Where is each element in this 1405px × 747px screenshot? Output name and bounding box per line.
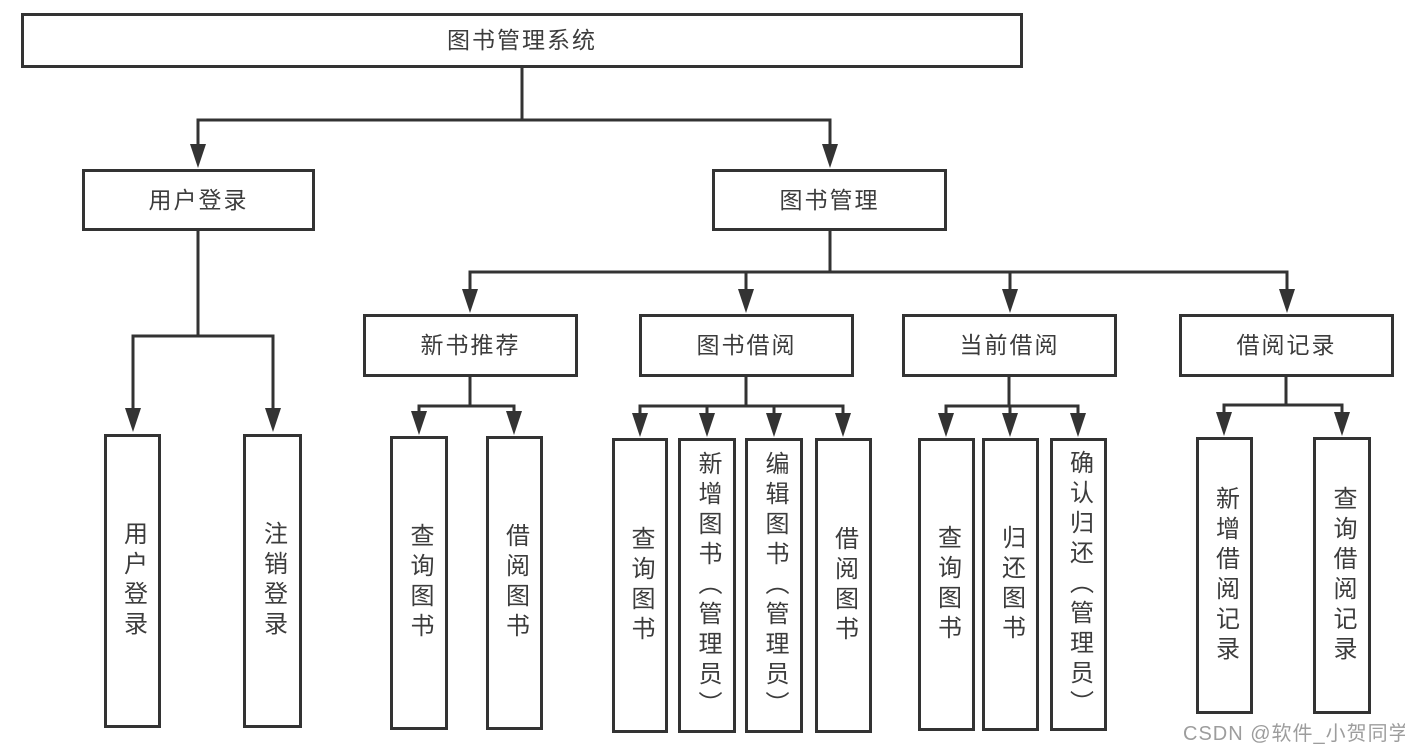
leaf-confirm-return-admin: 确认归还（管理员）: [1050, 438, 1107, 731]
leaf-add-borrow-record-label: 新增借阅记录: [1211, 485, 1239, 666]
leaf-add-books-admin-label: 新增图书（管理员）: [694, 450, 721, 721]
leaf-user-login-label: 用户登录: [119, 521, 147, 641]
node-book-management: 图书管理: [712, 169, 947, 231]
leaf-logout: 注销登录: [243, 434, 302, 728]
leaf-borrow-books-2: 借阅图书: [815, 438, 872, 733]
node-book-borrowing: 图书借阅: [639, 314, 854, 377]
leaf-query-books-1-label: 查询图书: [406, 523, 433, 643]
leaf-return-books-label: 归还图书: [997, 524, 1025, 645]
watermark: CSDN @软件_小贺同学: [1183, 723, 1405, 745]
leaf-edit-books-admin-label: 编辑图书（管理员）: [761, 450, 788, 721]
leaf-edit-books-admin: 编辑图书（管理员）: [745, 438, 803, 733]
connector-paths: [131, 68, 1344, 416]
leaf-query-borrow-record: 查询借阅记录: [1313, 437, 1371, 714]
leaf-borrow-books-2-label: 借阅图书: [830, 525, 858, 646]
leaf-query-books-2: 查询图书: [612, 438, 668, 733]
leaf-user-login: 用户登录: [104, 434, 161, 728]
leaf-borrow-books-1-label: 借阅图书: [501, 523, 529, 643]
leaf-add-borrow-record: 新增借阅记录: [1196, 437, 1253, 714]
node-new-book-recommend: 新书推荐: [363, 314, 578, 377]
node-borrow-records: 借阅记录: [1179, 314, 1394, 377]
leaf-return-books: 归还图书: [982, 438, 1039, 731]
connector-arrowheads: [125, 144, 1350, 437]
node-user-login: 用户登录: [82, 169, 315, 231]
leaf-query-books-2-label: 查询图书: [627, 525, 654, 646]
leaf-query-books-1: 查询图书: [390, 436, 448, 730]
leaf-query-books-3: 查询图书: [918, 438, 975, 731]
node-library-management-system: 图书管理系统: [21, 13, 1023, 68]
leaf-query-books-3-label: 查询图书: [933, 524, 961, 645]
leaf-logout-label: 注销登录: [259, 521, 287, 641]
leaf-query-borrow-record-label: 查询借阅记录: [1329, 485, 1356, 666]
leaf-borrow-books-1: 借阅图书: [486, 436, 543, 730]
node-current-borrowing: 当前借阅: [902, 314, 1117, 377]
leaf-add-books-admin: 新增图书（管理员）: [678, 438, 736, 733]
leaf-confirm-return-admin-label: 确认归还（管理员）: [1065, 449, 1093, 720]
